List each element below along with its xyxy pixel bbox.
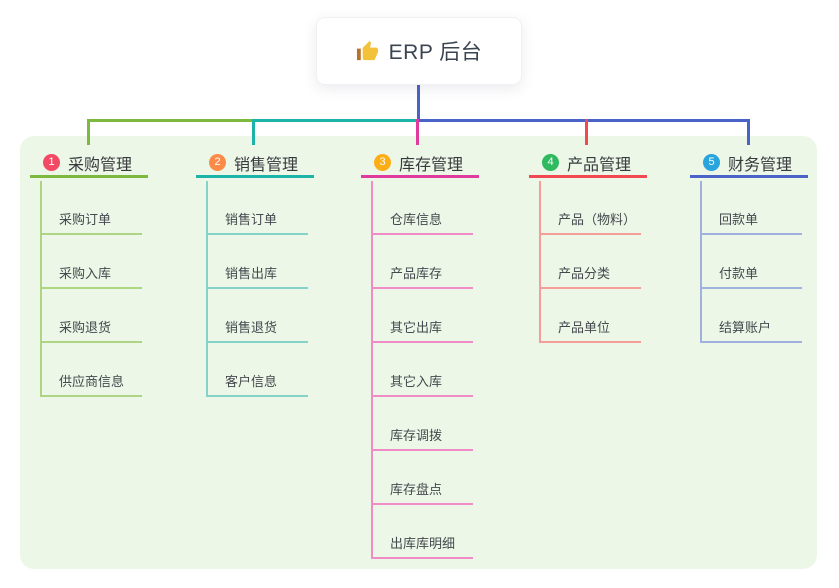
root-node-erp-backend[interactable]: ERP 后台 <box>316 17 522 85</box>
branch-number-badge: 3 <box>374 154 391 171</box>
node-settlement-account[interactable]: 结算账户 <box>702 289 802 343</box>
branch-items-purchase: 采购订单 采购入库 采购退货 供应商信息 <box>40 181 142 397</box>
branch-items-sales: 销售订单 销售出库 销售退货 客户信息 <box>206 181 308 397</box>
node-product-stock[interactable]: 产品库存 <box>373 235 473 289</box>
root-node-label: ERP 后台 <box>388 41 483 64</box>
branch-number-badge: 2 <box>209 154 226 171</box>
branch-label: 采购管理 <box>68 156 133 174</box>
node-purchase-inbound[interactable]: 采购入库 <box>42 235 142 289</box>
node-sales-order[interactable]: 销售订单 <box>208 181 308 235</box>
node-receipt-doc[interactable]: 回款单 <box>702 181 802 235</box>
node-purchase-order[interactable]: 采购订单 <box>42 181 142 235</box>
branch-number-badge: 4 <box>542 154 559 171</box>
node-product-category[interactable]: 产品分类 <box>541 235 641 289</box>
drop-line-inventory <box>416 119 419 145</box>
node-other-outbound[interactable]: 其它出库 <box>373 289 473 343</box>
node-product-unit[interactable]: 产品单位 <box>541 289 641 343</box>
branch-label: 销售管理 <box>234 156 299 174</box>
branch-sales: 2 销售管理 销售订单 销售出库 销售退货 客户信息 <box>196 150 314 397</box>
node-payment-doc[interactable]: 付款单 <box>702 235 802 289</box>
branch-items-finance: 回款单 付款单 结算账户 <box>700 181 802 343</box>
trunk-connector-line <box>417 84 420 122</box>
node-outbound-detail[interactable]: 出库库明细 <box>373 505 473 559</box>
bus-segment-teal <box>254 119 418 122</box>
branch-header-finance[interactable]: 5 财务管理 <box>690 150 808 178</box>
branch-label: 产品管理 <box>567 156 632 174</box>
branch-label: 财务管理 <box>728 156 793 174</box>
branch-number-badge: 5 <box>703 154 720 171</box>
branch-purchase: 1 采购管理 采购订单 采购入库 采购退货 供应商信息 <box>30 150 148 397</box>
node-stock-taking[interactable]: 库存盘点 <box>373 451 473 505</box>
node-sales-return[interactable]: 销售退货 <box>208 289 308 343</box>
node-supplier-info[interactable]: 供应商信息 <box>42 343 142 397</box>
node-customer-info[interactable]: 客户信息 <box>208 343 308 397</box>
branch-header-inventory[interactable]: 3 库存管理 <box>361 150 479 178</box>
drop-line-purchase <box>87 119 90 145</box>
branch-product: 4 产品管理 产品（物料） 产品分类 产品单位 <box>529 150 647 343</box>
drop-line-product <box>585 119 588 145</box>
branch-items-inventory: 仓库信息 产品库存 其它出库 其它入库 库存调拨 库存盘点 出库库明细 <box>371 181 473 559</box>
node-product-material[interactable]: 产品（物料） <box>541 181 641 235</box>
node-sales-outbound[interactable]: 销售出库 <box>208 235 308 289</box>
branch-header-product[interactable]: 4 产品管理 <box>529 150 647 178</box>
branch-inventory: 3 库存管理 仓库信息 产品库存 其它出库 其它入库 库存调拨 库存盘点 出库库… <box>361 150 479 559</box>
drop-line-sales <box>252 119 255 145</box>
branch-items-product: 产品（物料） 产品分类 产品单位 <box>539 181 641 343</box>
node-purchase-return[interactable]: 采购退货 <box>42 289 142 343</box>
branches-background-panel <box>20 136 817 569</box>
node-stock-transfer[interactable]: 库存调拨 <box>373 397 473 451</box>
branch-label: 库存管理 <box>399 156 464 174</box>
bus-segment-green <box>87 119 254 122</box>
bus-segment-blue <box>418 119 750 122</box>
node-other-inbound[interactable]: 其它入库 <box>373 343 473 397</box>
branch-finance: 5 财务管理 回款单 付款单 结算账户 <box>690 150 808 343</box>
branch-number-badge: 1 <box>43 154 60 171</box>
node-warehouse-info[interactable]: 仓库信息 <box>373 181 473 235</box>
thumbs-up-icon <box>356 40 378 60</box>
branch-header-sales[interactable]: 2 销售管理 <box>196 150 314 178</box>
drop-line-finance <box>747 119 750 145</box>
branch-header-purchase[interactable]: 1 采购管理 <box>30 150 148 178</box>
